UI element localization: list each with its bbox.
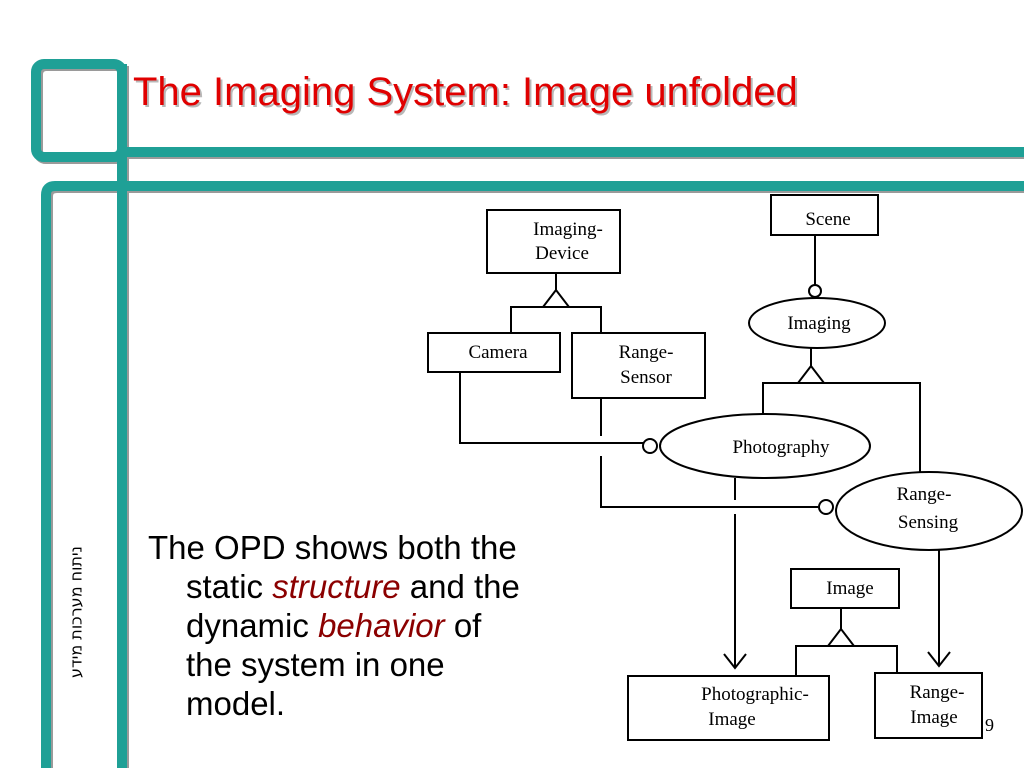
result-link-range-sensing-range-image	[927, 550, 951, 668]
label-imaging: Imaging	[787, 313, 851, 334]
aggregation-imaging	[762, 348, 921, 472]
object-range-sensor	[571, 332, 706, 399]
object-imaging-device	[486, 209, 621, 274]
label-photography: Photography	[732, 437, 830, 458]
instrument-link-range-sensor-range-sensing	[600, 398, 834, 515]
instrument-link-camera-photography	[459, 372, 658, 454]
label-camera: Camera	[468, 342, 528, 363]
aggregation-image	[795, 608, 898, 676]
object-image	[790, 568, 900, 609]
label-photographic-image-2: Image	[708, 709, 755, 730]
result-link-photography-photographic-image	[723, 478, 747, 670]
slide-title: The Imaging System: Image unfolded	[133, 70, 798, 114]
emphasis-structure: structure	[272, 568, 401, 605]
label-imaging-device-1: Imaging-	[533, 219, 603, 240]
page-number: 9	[985, 715, 994, 735]
body-line-1: The OPD shows both the	[148, 529, 517, 566]
body-line-3: dynamic behavior of	[186, 607, 482, 644]
label-range-sensing-2: Sensing	[898, 512, 959, 533]
body-text: The OPD shows both the static structure …	[148, 528, 618, 723]
body-line-5: model.	[186, 685, 286, 722]
label-scene: Scene	[805, 209, 850, 230]
label-range-sensor-2: Sensor	[620, 367, 672, 388]
object-range-image	[874, 672, 983, 739]
agent-link-scene-imaging	[808, 235, 822, 298]
process-imaging	[748, 297, 886, 349]
object-photographic-image	[627, 675, 830, 741]
body-line-4: the system in one	[186, 646, 445, 683]
object-scene	[770, 194, 879, 236]
label-image: Image	[826, 578, 873, 599]
emphasis-behavior: behavior	[318, 607, 445, 644]
body-line-2: static structure and the	[186, 568, 520, 605]
aggregation-imaging-device	[510, 273, 602, 333]
label-range-sensor-1: Range-	[619, 342, 674, 363]
label-range-sensing-1: Range-	[897, 484, 952, 505]
object-camera	[427, 332, 561, 373]
label-photographic-image-1: Photographic-	[701, 684, 809, 705]
process-photography	[659, 413, 871, 479]
label-range-image-2: Image	[910, 707, 957, 728]
process-range-sensing	[835, 471, 1023, 551]
diagram-labels: Imaging- Device Scene Imaging Camera Ran…	[468, 209, 964, 730]
label-imaging-device-2: Device	[535, 243, 589, 264]
label-range-image-1: Range-	[910, 682, 965, 703]
